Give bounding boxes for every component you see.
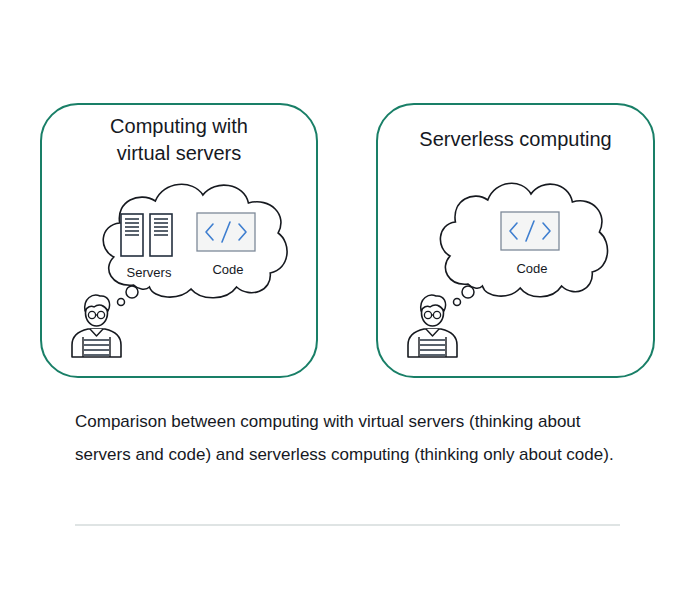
- comparison-panel: Serverless computingCode: [376, 103, 655, 378]
- figure-caption: Comparison between computing with virtua…: [75, 405, 627, 471]
- panel-title: Computing with virtual servers: [84, 113, 274, 167]
- cloud-outline: [94, 173, 292, 303]
- icon-label: Code: [188, 262, 268, 277]
- thought-cloud: ServersCode: [94, 173, 292, 303]
- panel-title: Serverless computing: [386, 126, 646, 153]
- icon-label: Code: [492, 261, 572, 276]
- comparison-panel: Computing with virtual serversServersCod…: [40, 103, 318, 378]
- icon-label: Servers: [109, 265, 189, 280]
- thought-cloud: Code: [432, 172, 612, 302]
- cloud-outline: [432, 172, 612, 302]
